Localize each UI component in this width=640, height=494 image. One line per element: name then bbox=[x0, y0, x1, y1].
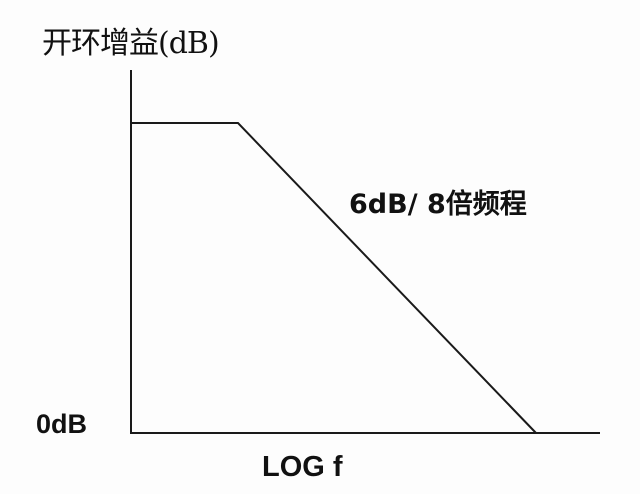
gain-curve bbox=[131, 122, 537, 434]
x-axis-label: LOG f bbox=[262, 451, 343, 483]
y-axis-label: 开环增益(dB) bbox=[42, 26, 220, 61]
y-tick-0db: 0dB bbox=[36, 409, 88, 439]
slope-annotation: 6dB/ 8倍频程 bbox=[349, 189, 527, 220]
